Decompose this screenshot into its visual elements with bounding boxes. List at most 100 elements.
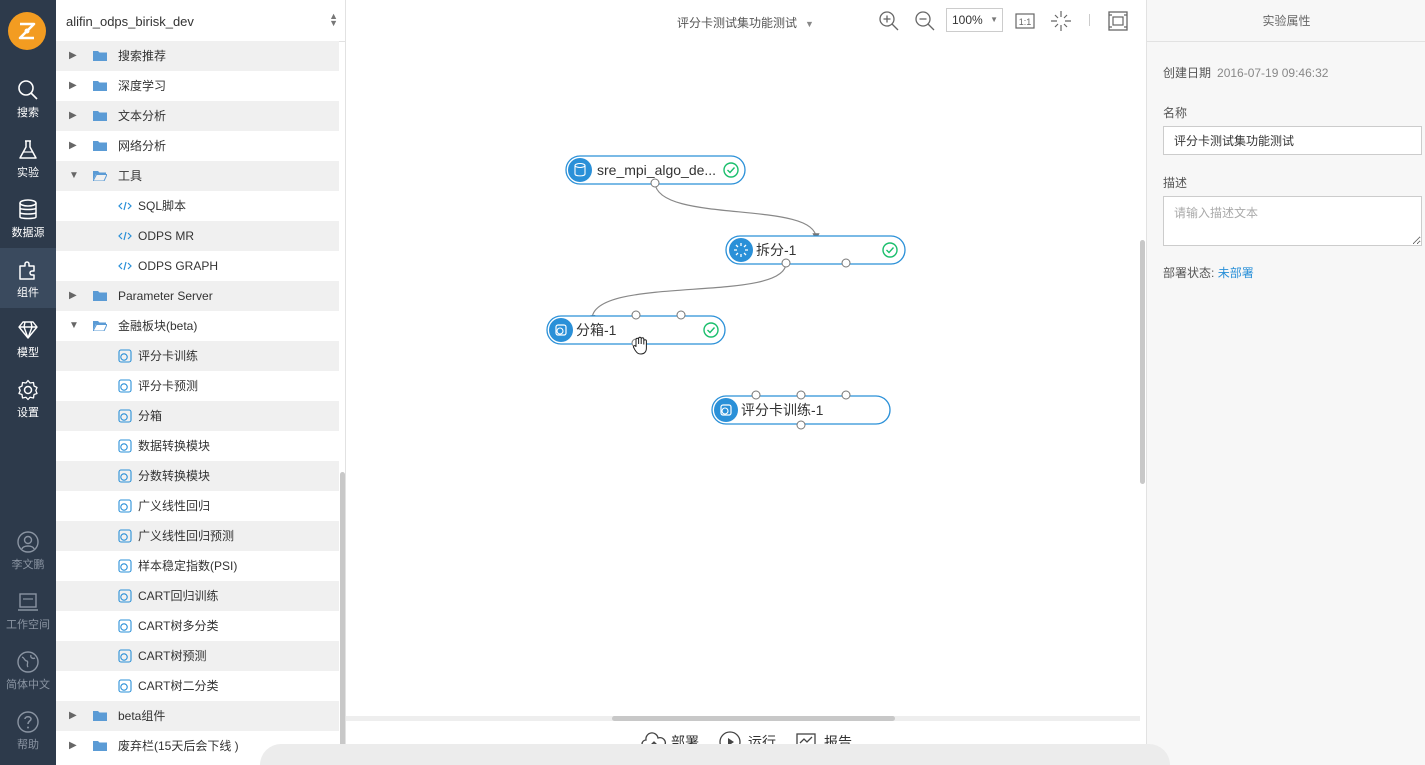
nav-user[interactable]: 李文鹏 bbox=[0, 520, 56, 580]
tree-row-label: SQL脚本 bbox=[138, 199, 187, 213]
tree-component-row[interactable]: 分箱 bbox=[56, 401, 339, 431]
input-port-1[interactable] bbox=[631, 310, 641, 320]
nav-components[interactable]: 组件 bbox=[0, 248, 56, 308]
caret-right-icon[interactable]: ▶ bbox=[69, 140, 77, 151]
input-port-1[interactable] bbox=[751, 390, 761, 400]
tree-component-row[interactable]: CART树预测 bbox=[56, 641, 339, 671]
success-check-icon bbox=[882, 242, 898, 258]
experiment-name-input[interactable] bbox=[1163, 126, 1422, 155]
actual-size-icon[interactable]: 1:1 bbox=[1014, 10, 1036, 32]
tree-folder-row[interactable]: ▼金融板块(beta) bbox=[56, 311, 339, 341]
zoom-out-icon[interactable] bbox=[914, 10, 936, 32]
nav-model[interactable]: 模型 bbox=[0, 308, 56, 368]
component-icon bbox=[118, 349, 132, 363]
table-icon bbox=[574, 162, 586, 177]
edge-split-to-binning[interactable] bbox=[588, 262, 787, 323]
tree-row-label: CART回归训练 bbox=[138, 589, 219, 603]
caret-down-icon[interactable]: ▼ bbox=[69, 320, 79, 331]
tree-folder-row[interactable]: ▶Parameter Server bbox=[56, 281, 339, 311]
tree-component-row[interactable]: 分数转换模块 bbox=[56, 461, 339, 491]
tree-folder-row[interactable]: ▶文本分析 bbox=[56, 101, 339, 131]
tree-component-row[interactable]: 广义线性回归 bbox=[56, 491, 339, 521]
tree-folder-row[interactable]: ▶搜索推荐 bbox=[56, 41, 339, 71]
created-date-value: 2016-07-19 09:46:32 bbox=[1217, 66, 1329, 80]
search-icon bbox=[18, 80, 38, 100]
fullscreen-icon[interactable] bbox=[1107, 10, 1129, 32]
experiment-title-dropdown[interactable]: 评分卡测试集功能测试▼ bbox=[677, 14, 814, 31]
caret-right-icon[interactable]: ▶ bbox=[69, 710, 77, 721]
success-check-icon bbox=[723, 162, 739, 178]
zoom-in-icon[interactable] bbox=[878, 10, 900, 32]
diamond-icon bbox=[18, 321, 38, 339]
tree-component-row[interactable]: 广义线性回归预测 bbox=[56, 521, 339, 551]
nav-experiment[interactable]: 实验 bbox=[0, 128, 56, 188]
left-nav: 搜索 实验 数据源 组件 模型 设置 李文鹏 工作空间 简体中文 帮助 bbox=[0, 0, 56, 765]
folder-open-icon bbox=[93, 321, 107, 331]
caret-right-icon[interactable]: ▶ bbox=[69, 50, 77, 61]
tree-folder-row[interactable]: ▶ 废弃栏(15天后会下线 ) bbox=[56, 731, 339, 761]
tree-row-label: 评分卡预测 bbox=[138, 379, 199, 393]
tree-folder-row[interactable]: ▼工具 bbox=[56, 161, 339, 191]
nav-settings[interactable]: 设置 bbox=[0, 368, 56, 428]
caret-right-icon[interactable]: ▶ bbox=[69, 290, 77, 301]
description-textarea[interactable] bbox=[1163, 196, 1422, 246]
tree-folder-row[interactable]: ▶beta组件 bbox=[56, 701, 339, 731]
output-port[interactable] bbox=[796, 420, 806, 430]
tree-component-row[interactable]: CART回归训练 bbox=[56, 581, 339, 611]
canvas-horizontal-scrollbar[interactable] bbox=[612, 716, 895, 721]
fit-screen-icon[interactable] bbox=[1050, 10, 1072, 32]
component-icon bbox=[118, 469, 132, 483]
properties-header: 实验属性 bbox=[1147, 0, 1425, 42]
tree-component-row[interactable]: CART树多分类 bbox=[56, 611, 339, 641]
tree-component-row[interactable]: 评分卡预测 bbox=[56, 371, 339, 401]
canvas-vertical-scrollbar[interactable] bbox=[1140, 240, 1145, 484]
output-port[interactable] bbox=[650, 178, 660, 188]
nav-workspace[interactable]: 工作空间 bbox=[0, 580, 56, 640]
tree-folder-row[interactable]: ▶网络分析 bbox=[56, 131, 339, 161]
project-selector[interactable]: alifin_odps_birisk_dev ▲▼ bbox=[56, 0, 346, 42]
node-binning[interactable]: 分箱-1 bbox=[546, 310, 726, 348]
tree-component-row[interactable]: 样本稳定指数(PSI) bbox=[56, 551, 339, 581]
split-icon bbox=[734, 243, 748, 257]
caret-down-icon: ▼ bbox=[990, 15, 998, 24]
deploy-status-value[interactable]: 未部署 bbox=[1217, 266, 1254, 280]
tree-component-row[interactable]: 数据转换模块 bbox=[56, 431, 339, 461]
input-port-2[interactable] bbox=[796, 390, 806, 400]
nav-language[interactable]: 简体中文 bbox=[0, 640, 56, 700]
caret-right-icon[interactable]: ▶ bbox=[69, 80, 77, 91]
input-port-3[interactable] bbox=[841, 390, 851, 400]
deploy-status-row: 部署状态: 未部署 bbox=[1163, 264, 1254, 281]
nav-search-label: 搜索 bbox=[17, 107, 39, 119]
app-logo[interactable] bbox=[8, 12, 46, 50]
caret-right-icon[interactable]: ▶ bbox=[69, 740, 77, 751]
output-port-2[interactable] bbox=[841, 258, 851, 268]
nav-help[interactable]: 帮助 bbox=[0, 700, 56, 760]
tree-folder-row[interactable]: ▶深度学习 bbox=[56, 71, 339, 101]
tree-component-row[interactable]: ODPS GRAPH bbox=[56, 251, 339, 281]
tree-component-row[interactable]: 评分卡训练 bbox=[56, 341, 339, 371]
caret-right-icon[interactable]: ▶ bbox=[69, 110, 77, 121]
input-port-2[interactable] bbox=[676, 310, 686, 320]
experiment-canvas[interactable]: 评分卡测试集功能测试▼ 100%▼ 1:1 sre_mpi_algo_de... bbox=[346, 0, 1146, 765]
tree-component-row[interactable]: SQL脚本 bbox=[56, 191, 339, 221]
tree-component-row[interactable]: ODPS MR bbox=[56, 221, 339, 251]
zoom-select[interactable]: 100%▼ bbox=[946, 8, 1003, 32]
caret-down-icon[interactable]: ▼ bbox=[69, 170, 79, 181]
tree-row-label: 废弃栏(15天后会下线 ) bbox=[118, 739, 239, 753]
globe-icon bbox=[17, 651, 39, 673]
workflow-graph[interactable]: sre_mpi_algo_de... 拆分-1 bbox=[346, 42, 1140, 716]
node-scorecard-training[interactable]: 评分卡训练-1 bbox=[711, 390, 891, 430]
tree-component-row[interactable]: CART树二分类 bbox=[56, 671, 339, 701]
tree-row-label: 广义线性回归 bbox=[138, 499, 211, 513]
tree-scrollbar[interactable] bbox=[340, 472, 345, 762]
node-split[interactable]: 拆分-1 bbox=[725, 235, 906, 268]
hand-cursor-icon bbox=[632, 336, 647, 355]
nav-search[interactable]: 搜索 bbox=[0, 68, 56, 128]
node-data-source[interactable]: sre_mpi_algo_de... bbox=[565, 155, 746, 188]
edge-source-to-split[interactable] bbox=[654, 182, 820, 241]
database-icon bbox=[19, 199, 37, 220]
nav-datasource[interactable]: 数据源 bbox=[0, 188, 56, 248]
output-port-1[interactable] bbox=[781, 258, 791, 268]
